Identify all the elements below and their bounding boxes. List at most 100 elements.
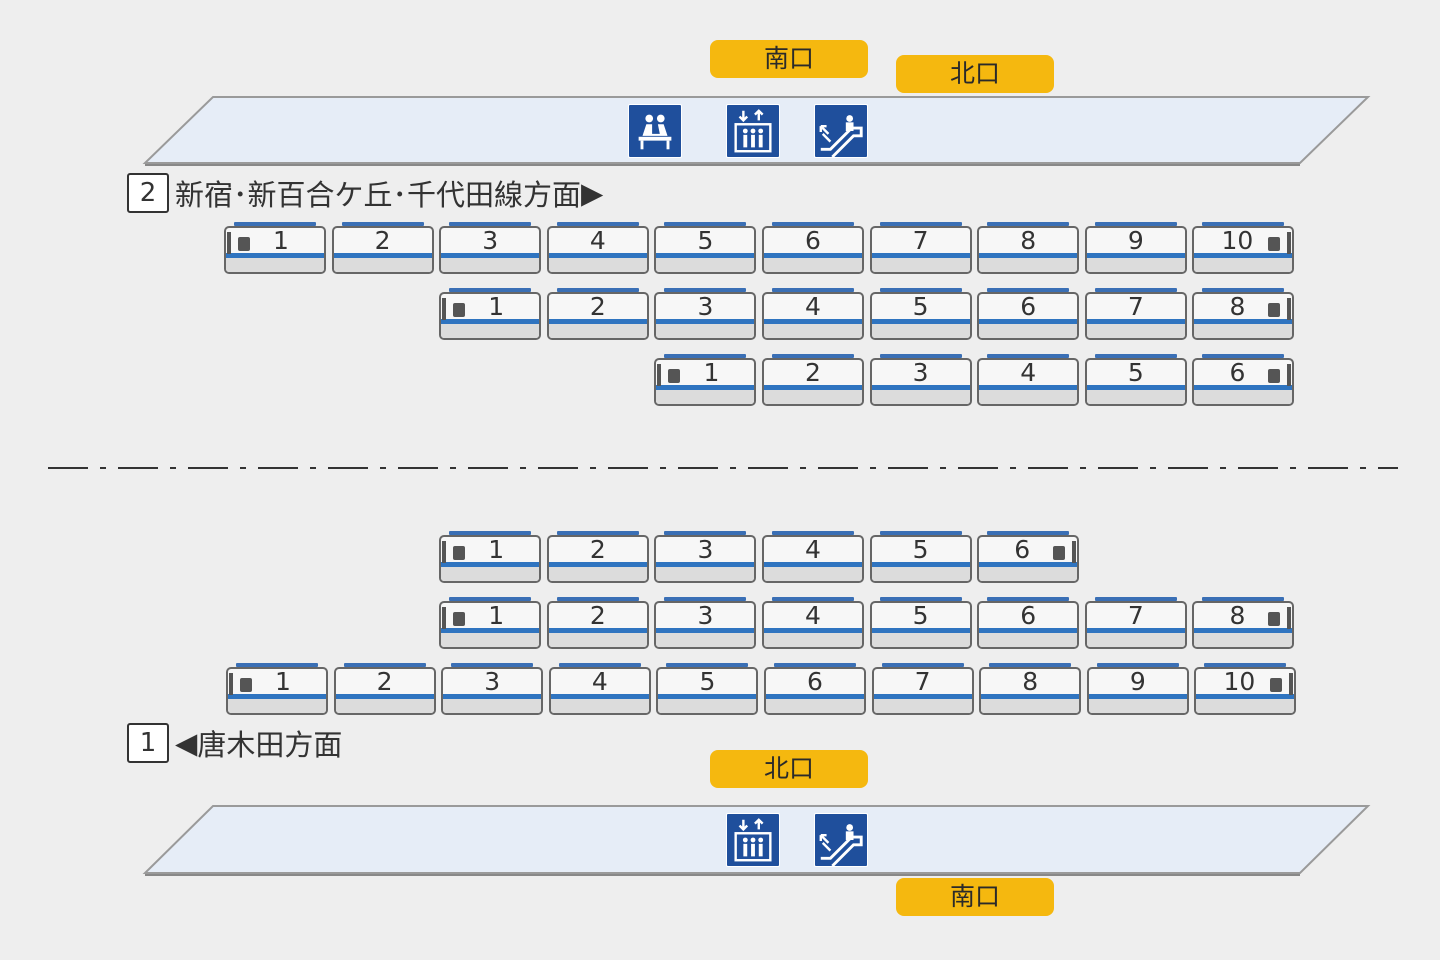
car-body: 5 <box>654 226 757 274</box>
car-body: 4 <box>762 535 864 583</box>
car-roof <box>666 663 749 667</box>
cab-window-icon <box>668 369 681 383</box>
car-skirt <box>1086 258 1185 272</box>
car-skirt <box>873 699 972 713</box>
car-number: 1 <box>488 601 505 630</box>
car-number: 2 <box>589 535 606 564</box>
train-car: 3 <box>654 597 757 651</box>
car-stripe <box>979 562 1078 567</box>
car-body: 9 <box>1086 667 1189 715</box>
car-stripe <box>1194 628 1293 633</box>
car-stripe <box>979 628 1078 633</box>
car-body: 2 <box>333 667 436 715</box>
car-stripe <box>548 562 647 567</box>
car-skirt <box>441 258 540 272</box>
elevator-icon <box>726 813 780 867</box>
train-car: 5 <box>656 663 759 717</box>
car-skirt <box>333 258 432 272</box>
car-number: 2 <box>805 358 821 387</box>
cab-window-icon <box>1268 612 1281 626</box>
car-stripe <box>443 694 542 699</box>
cab-window-icon <box>1268 369 1281 383</box>
car-number: 8 <box>1229 601 1246 630</box>
car-body: 1 <box>226 667 328 715</box>
train-car: 7 <box>869 222 972 276</box>
car-stripe <box>979 319 1078 324</box>
cab-nose-icon <box>657 364 662 386</box>
cab-nose-icon <box>1287 364 1292 386</box>
car-skirt <box>764 633 862 647</box>
car-body: 4 <box>977 358 1080 406</box>
train-car: 3 <box>654 531 757 585</box>
car-number: 3 <box>484 667 501 696</box>
car-body: 1 <box>439 601 542 649</box>
train-car: 3 <box>654 288 757 342</box>
cab-nose-icon <box>1287 232 1292 254</box>
track-1-direction: 唐木田方面 <box>197 728 343 762</box>
car-number: 4 <box>591 667 608 696</box>
cab-nose-icon <box>1287 607 1292 629</box>
car-number: 9 <box>1127 226 1144 255</box>
car-roof <box>1202 222 1285 226</box>
car-number: 10 <box>1221 226 1254 255</box>
car-skirt <box>979 633 1078 647</box>
train-car: 5 <box>869 288 972 342</box>
car-roof <box>449 288 532 292</box>
exit-north-bottom: 北口 <box>710 750 868 788</box>
car-number: 6 <box>1020 292 1037 321</box>
car-body: 1 <box>654 358 757 406</box>
cab-window-icon <box>453 612 466 626</box>
car-number: 1 <box>488 535 505 564</box>
cab-nose-icon <box>442 607 447 629</box>
car-number: 5 <box>1127 358 1144 387</box>
car-skirt <box>1086 633 1185 647</box>
train-car: 7 <box>1084 288 1187 342</box>
train-car: 5 <box>869 531 972 585</box>
car-stripe <box>1194 319 1293 324</box>
car-number: 7 <box>912 226 929 255</box>
car-body: 8 <box>1192 601 1295 649</box>
escalator-icon <box>814 104 868 158</box>
track-number-2: 2 <box>127 173 169 213</box>
car-skirt <box>656 258 755 272</box>
cab-nose-icon <box>1072 541 1077 563</box>
car-stripe <box>979 385 1078 390</box>
car-skirt <box>1088 699 1187 713</box>
car-number: 1 <box>273 226 289 255</box>
left-arrow-icon: ◀ <box>175 726 198 760</box>
car-number: 2 <box>589 601 606 630</box>
train-car: 5 <box>869 597 972 651</box>
car-skirt <box>871 633 970 647</box>
car-skirt <box>658 699 757 713</box>
waiting-room-icon <box>628 104 682 158</box>
car-body: 5 <box>869 601 972 649</box>
car-stripe <box>764 319 862 324</box>
car-roof <box>772 354 854 358</box>
car-number: 6 <box>1229 358 1246 387</box>
train-car: 1 <box>439 288 542 342</box>
car-number: 7 <box>1127 601 1144 630</box>
car-roof <box>772 597 854 601</box>
car-stripe <box>1086 628 1185 633</box>
car-body: 9 <box>1084 226 1187 274</box>
car-number: 5 <box>912 535 929 564</box>
car-skirt <box>979 567 1078 581</box>
car-skirt <box>441 567 540 581</box>
car-body: 10 <box>1194 667 1297 715</box>
car-stripe <box>550 694 649 699</box>
car-roof <box>879 597 962 601</box>
car-skirt <box>1194 633 1293 647</box>
train-car: 2 <box>546 288 649 342</box>
train-car: 5 <box>654 222 757 276</box>
car-skirt <box>1196 699 1295 713</box>
car-number: 6 <box>805 226 821 255</box>
car-number: 5 <box>912 292 929 321</box>
car-body: 2 <box>762 358 864 406</box>
car-roof <box>664 222 747 226</box>
car-skirt <box>871 567 970 581</box>
train-car: 7 <box>871 663 974 717</box>
car-roof <box>236 663 318 667</box>
train-car: 6 <box>977 597 1080 651</box>
car-body: 6 <box>764 667 866 715</box>
car-body: 3 <box>654 292 757 340</box>
